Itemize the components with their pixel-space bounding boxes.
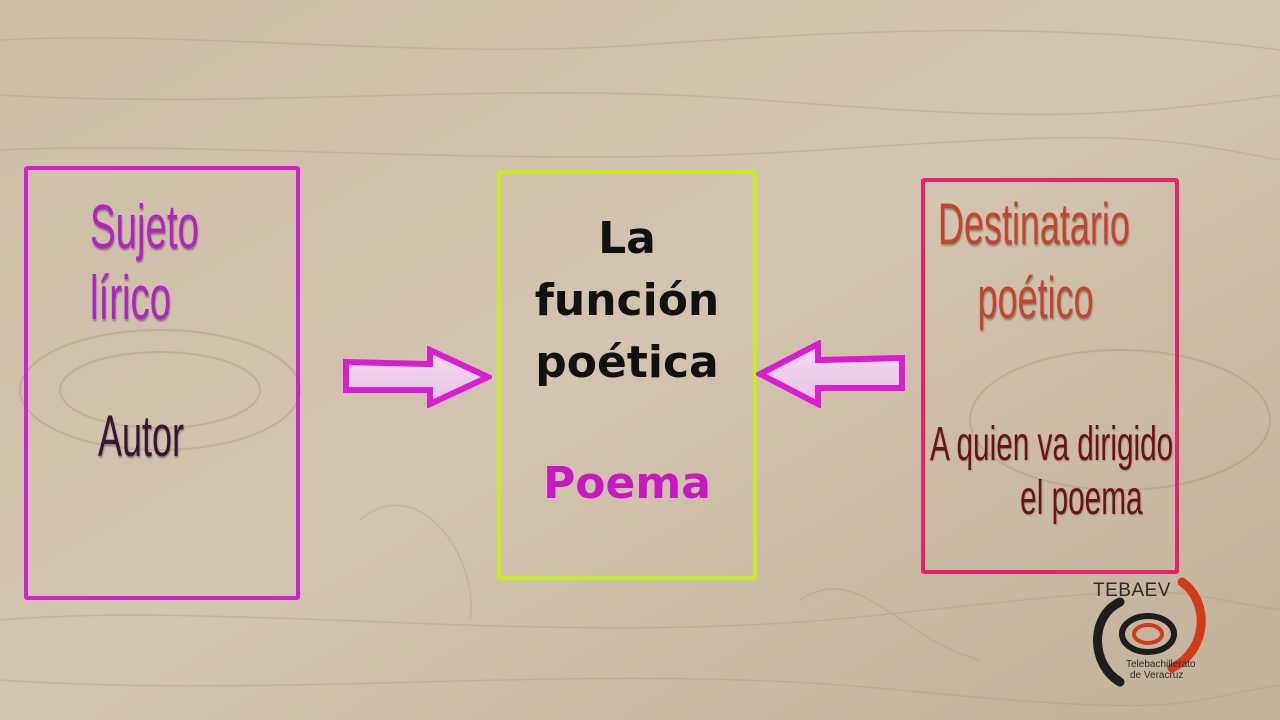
sujeto-lirico-box	[24, 166, 300, 600]
sujeto-lirico-line1: Sujeto	[90, 193, 200, 262]
destinatario-poetico-title: Destinatario poético	[938, 188, 1130, 336]
destinatario-poetico-box	[921, 178, 1179, 574]
tebaev-logo-name: TEBAEV	[1093, 580, 1171, 601]
tebaev-logo-icon	[1093, 577, 1206, 687]
sujeto-lirico-line2: lírico	[90, 264, 172, 334]
a-quien-line2: el poema	[1020, 472, 1143, 525]
a-quien-va-dirigido-label: A quien va dirigido el poema	[930, 418, 1173, 526]
destinatario-line2: poético	[977, 266, 1094, 331]
destinatario-line1: Destinatario	[938, 192, 1130, 257]
tebaev-logo-subtitle: Telebachillerato de Veracruz	[1126, 659, 1196, 681]
arrow-right-icon	[343, 346, 492, 408]
funcion-poetica-line1: La	[598, 213, 656, 264]
arrow-left-icon	[756, 340, 905, 408]
a-quien-line1: A quien va dirigido	[930, 418, 1174, 471]
autor-label: Autor	[98, 404, 184, 469]
funcion-poetica-line3: poética	[535, 337, 719, 388]
poema-label: Poema	[543, 458, 711, 509]
tebaev-logo-subtitle-line1: Telebachillerato	[1126, 659, 1196, 670]
funcion-poetica-title: La función poética	[500, 208, 754, 394]
funcion-poetica-box	[497, 170, 757, 580]
funcion-poetica-line2: función	[534, 275, 720, 326]
sujeto-lirico-title: Sujeto lírico	[90, 192, 199, 335]
tebaev-logo-subtitle-line2: de Veracruz	[1130, 670, 1184, 681]
